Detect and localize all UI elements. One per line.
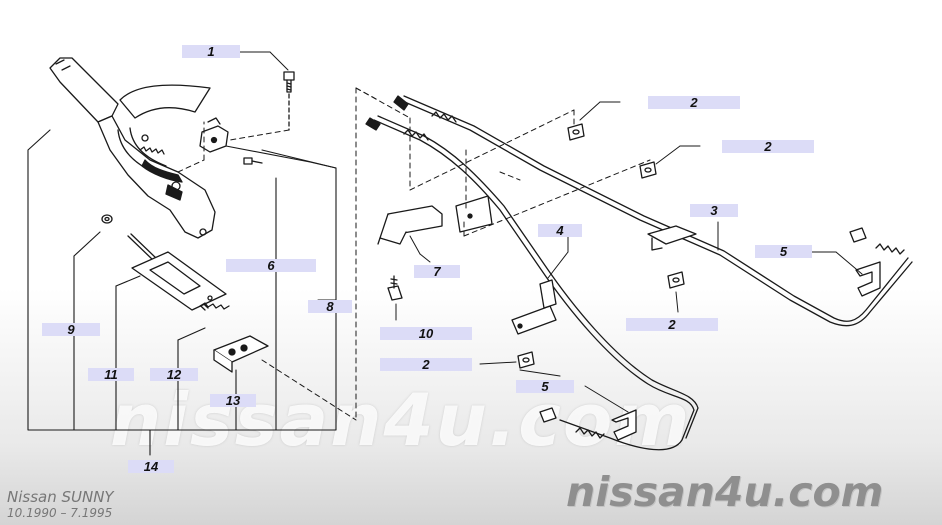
clip-part-5 [611,261,881,441]
model-name: Nissan SUNNY [7,488,114,506]
grommets-part-2 [517,123,685,369]
callout-2c: 2 [626,318,718,331]
rear-cable [373,115,699,451]
callout-2b: 2 [722,140,814,153]
callout-2d: 2 [380,358,472,371]
callout-6: 6 [226,259,316,272]
bolt-part-10 [387,275,403,301]
brand-logo: nissan4u.com [566,468,884,516]
leader-lines [239,51,863,413]
equalizer-part-13 [213,335,269,373]
cable-ends [365,95,905,439]
model-years: 10.1990 – 7.1995 [7,506,113,520]
bolt-part-1 [283,71,295,131]
watermark-text: nissan4u.com [110,378,692,462]
dashed-guides-right [355,87,651,237]
callout-3: 3 [690,204,738,217]
cable-brackets [377,195,697,335]
group-bracket-lines [27,129,337,456]
front-cable [399,95,913,327]
brake-rod [127,233,230,311]
callout-14: 14 [128,460,174,473]
lever-clip [199,117,229,153]
callout-12: 12 [150,368,198,381]
callout-5b: 5 [516,380,574,393]
callout-2a: 2 [648,96,740,109]
callout-7: 7 [414,265,460,278]
callout-13: 13 [210,394,256,407]
nut-part-9 [101,214,113,224]
callout-1: 1 [182,45,240,58]
callout-5a: 5 [755,245,812,258]
callout-9: 9 [42,323,100,336]
callout-4: 4 [538,224,582,237]
brake-lever-assembly [49,57,216,239]
callout-11: 11 [88,368,134,381]
callout-8: 8 [308,300,352,313]
callout-10: 10 [380,327,472,340]
screw-part-6 [243,157,263,165]
